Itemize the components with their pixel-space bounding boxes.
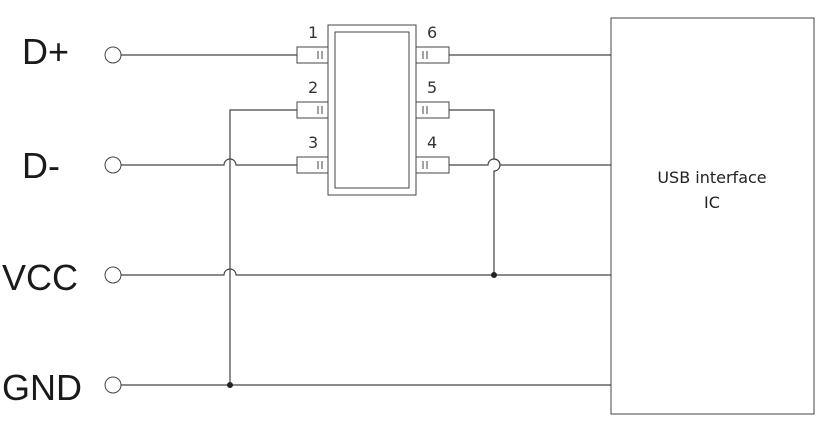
pin-number-3: 3 — [308, 133, 318, 152]
label-gnd: GND — [2, 367, 82, 408]
usb-interface-ic-box — [610, 17, 815, 415]
junction-vcc — [491, 272, 497, 278]
pin-number-6: 6 — [427, 23, 437, 42]
pin-1 — [296, 46, 329, 64]
pin-6 — [415, 46, 450, 64]
chip-body-outer — [327, 24, 417, 196]
label-vcc: VCC — [2, 257, 78, 298]
pin-number-4: 4 — [427, 133, 437, 152]
wire-pin2-gnd — [229, 109, 297, 385]
wire-vcc — [121, 268, 611, 276]
label-d-minus: D- — [22, 145, 60, 186]
label-d-plus: D+ — [22, 31, 69, 72]
pin-number-1: 1 — [308, 23, 318, 42]
pin-3 — [296, 156, 329, 174]
pin-5 — [415, 101, 450, 119]
pin-2 — [296, 101, 329, 119]
chip-body-inner — [334, 31, 410, 189]
pin-4 — [415, 156, 450, 174]
ic-label-line2: IC — [704, 193, 720, 212]
terminal-d-plus — [104, 46, 122, 64]
pin-number-5: 5 — [427, 78, 437, 97]
wire-pin4-ic — [449, 158, 611, 166]
terminal-vcc — [104, 266, 122, 284]
ic-label-line1: USB interface — [657, 168, 766, 187]
junction-gnd — [227, 382, 233, 388]
terminal-gnd — [104, 376, 122, 394]
pin-number-2: 2 — [308, 78, 318, 97]
wire-d-minus — [121, 158, 297, 166]
terminal-d-minus — [104, 156, 122, 174]
wire-pin5-vcc — [449, 109, 501, 275]
